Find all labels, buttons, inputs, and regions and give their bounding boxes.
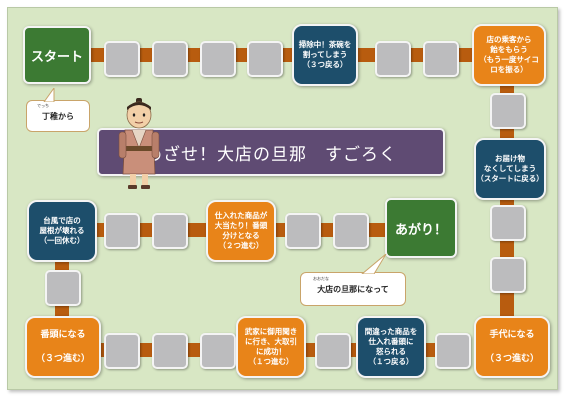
board-square — [490, 93, 526, 129]
board-square — [333, 213, 369, 249]
start-tile: スタート — [23, 26, 91, 84]
event-tile-lost: お届け物 なくしてしまう （スタートに戻る） — [474, 138, 546, 200]
start-bubble-text: 丁稚から — [42, 111, 74, 121]
event-tile-deal: 武家に御用聞き に行き、大取引 に成功！ （１つ進む） — [236, 316, 306, 378]
board-square — [490, 257, 526, 293]
merchant-character-icon — [118, 98, 160, 189]
board-square — [152, 213, 188, 249]
track — [500, 180, 514, 320]
board-square — [152, 41, 188, 77]
board-square — [285, 213, 321, 249]
event-text: 仕入れた商品が 大当たり！番頭 分けとなる （２つ進む） — [214, 211, 268, 250]
event-tile-stock: 仕入れた商品が 大当たり！番頭 分けとなる （２つ進む） — [206, 200, 276, 262]
event-tile-customer: 店の乗客から 飴をもらう （もう一度サイコ ロを振る） — [472, 24, 546, 86]
goal-tile: あがり！ — [385, 198, 457, 258]
event-tile-wrong: 間違った商品を 仕入れ番頭に 怒られる （１つ戻る） — [356, 316, 426, 378]
event-text: 台風で店の 屋根が壊れる （一回休む） — [39, 216, 85, 245]
start-speech-bubble: 丁稚から — [26, 100, 90, 132]
event-text: 掃除中！茶碗を 割ってしまう （３つ戻る） — [298, 40, 352, 69]
board-square — [375, 41, 411, 77]
board-square — [152, 333, 188, 369]
board-square — [200, 41, 236, 77]
event-text: お届け物 なくしてしまう （スタートに戻る） — [476, 154, 544, 183]
event-text: 武家に御用聞き に行き、大取引 に成功！ （１つ進む） — [244, 327, 298, 366]
board-square — [104, 333, 140, 369]
goal-bubble-ruby: おおだな — [313, 276, 329, 281]
board-square — [45, 270, 81, 306]
board-square — [200, 333, 236, 369]
board-square — [435, 333, 471, 369]
event-text: 手代になる （３つ進む） — [484, 330, 539, 364]
start-label: スタート — [30, 49, 83, 65]
board-square — [315, 333, 351, 369]
board-square — [104, 213, 140, 249]
title-text: めざせ！大店の旦那 すごろく — [145, 144, 397, 165]
event-tile-roof: 台風で店の 屋根が壊れる （一回休む） — [27, 200, 97, 262]
event-text: 番頭になる （３つ進む） — [35, 330, 90, 364]
track — [355, 48, 480, 62]
board-square — [247, 41, 283, 77]
goal-label: あがり！ — [394, 222, 447, 238]
board-square — [104, 41, 140, 77]
start-bubble-tail — [43, 88, 55, 102]
board-square — [423, 41, 459, 77]
goal-bubble-text: 大店の旦那になって — [317, 284, 389, 294]
event-text: 間違った商品を 仕入れ番頭に 怒られる （１つ戻る） — [364, 327, 418, 366]
event-tile-banto: 番頭になる （３つ進む） — [25, 316, 101, 378]
board-square — [490, 205, 526, 241]
goal-bubble-tail — [361, 254, 387, 274]
goal-speech-bubble: 大店の旦那になって — [300, 272, 406, 306]
start-bubble-ruby: でっち — [37, 103, 49, 108]
event-tile-cleaning: 掃除中！茶碗を 割ってしまう （３つ戻る） — [292, 24, 358, 86]
event-tile-clerk: 手代になる （３つ進む） — [474, 316, 550, 378]
event-text: 店の乗客から 飴をもらう （もう一度サイコ ロを振る） — [479, 35, 539, 74]
